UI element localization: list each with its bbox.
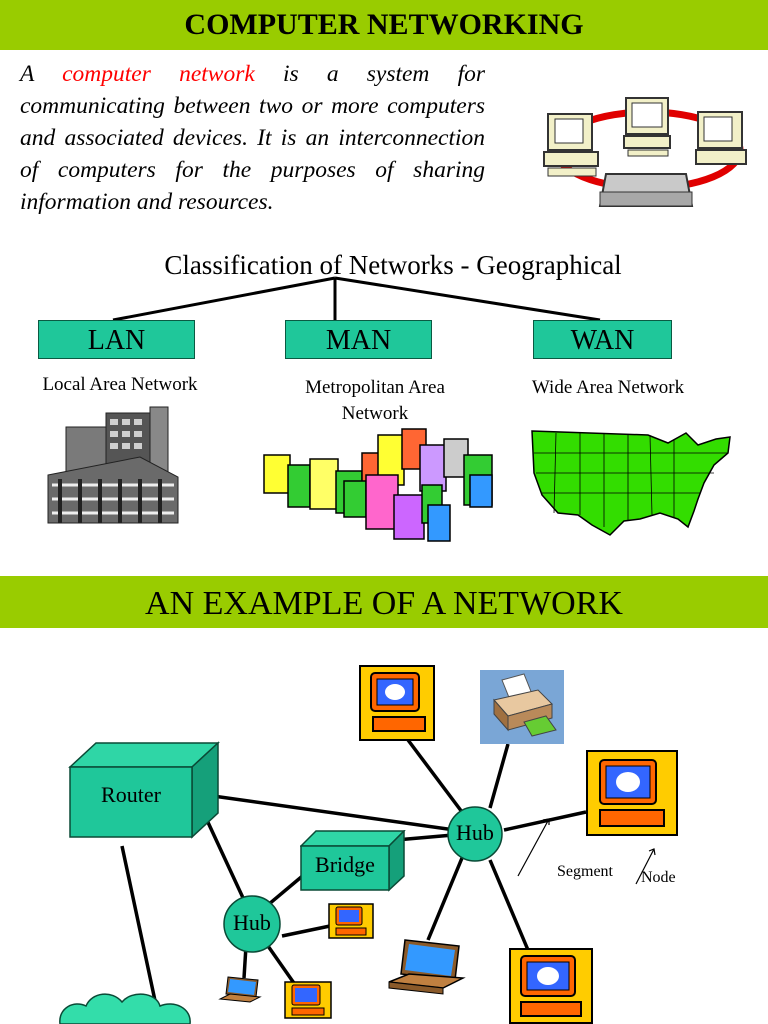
segment-label: Segment xyxy=(557,863,613,880)
bridge-device xyxy=(300,830,406,892)
hub-left-label: Hub xyxy=(233,910,271,935)
computer-icon xyxy=(359,665,435,741)
computer-icon xyxy=(586,750,678,836)
network-computers-illustration xyxy=(543,97,747,207)
wan-box: WAN xyxy=(533,320,672,359)
city-buildings-illustration xyxy=(263,428,493,542)
section-title-banner: COMPUTER NETWORKING xyxy=(0,0,768,50)
computer-icon xyxy=(509,948,593,1024)
router-label: Router xyxy=(101,782,161,807)
office-building-illustration xyxy=(47,406,179,524)
cloud-icon xyxy=(59,993,191,1024)
man-description: Metropolitan Area Network xyxy=(305,377,445,424)
lan-description: Local Area Network xyxy=(42,374,198,395)
laptop-icon xyxy=(388,939,466,995)
classification-tree-lines xyxy=(112,276,601,322)
highlight-term: computer network xyxy=(62,61,255,87)
usa-map-illustration xyxy=(531,430,731,536)
classification-title: Classification of Networks - Geographica… xyxy=(164,250,622,280)
hub-left xyxy=(223,895,281,953)
intro-paragraph: A computer network is a system for commu… xyxy=(20,58,485,218)
computer-icon xyxy=(328,903,374,939)
hub-right xyxy=(447,806,503,862)
hub-right-label: Hub xyxy=(456,820,494,845)
node-label: Node xyxy=(641,869,676,886)
lan-box: LAN xyxy=(38,320,195,359)
computer-icon xyxy=(284,981,332,1019)
intro-body: is a system for communicating between tw… xyxy=(20,61,486,215)
man-box: MAN xyxy=(285,320,432,359)
router-device xyxy=(68,741,220,839)
laptop-icon xyxy=(218,976,262,1003)
example-section-banner: AN EXAMPLE OF A NETWORK xyxy=(0,576,768,628)
intro-prefix: A xyxy=(20,61,63,87)
wan-description: Wide Area Network xyxy=(531,377,685,398)
printer-icon xyxy=(480,670,564,744)
bridge-label: Bridge xyxy=(315,852,375,877)
